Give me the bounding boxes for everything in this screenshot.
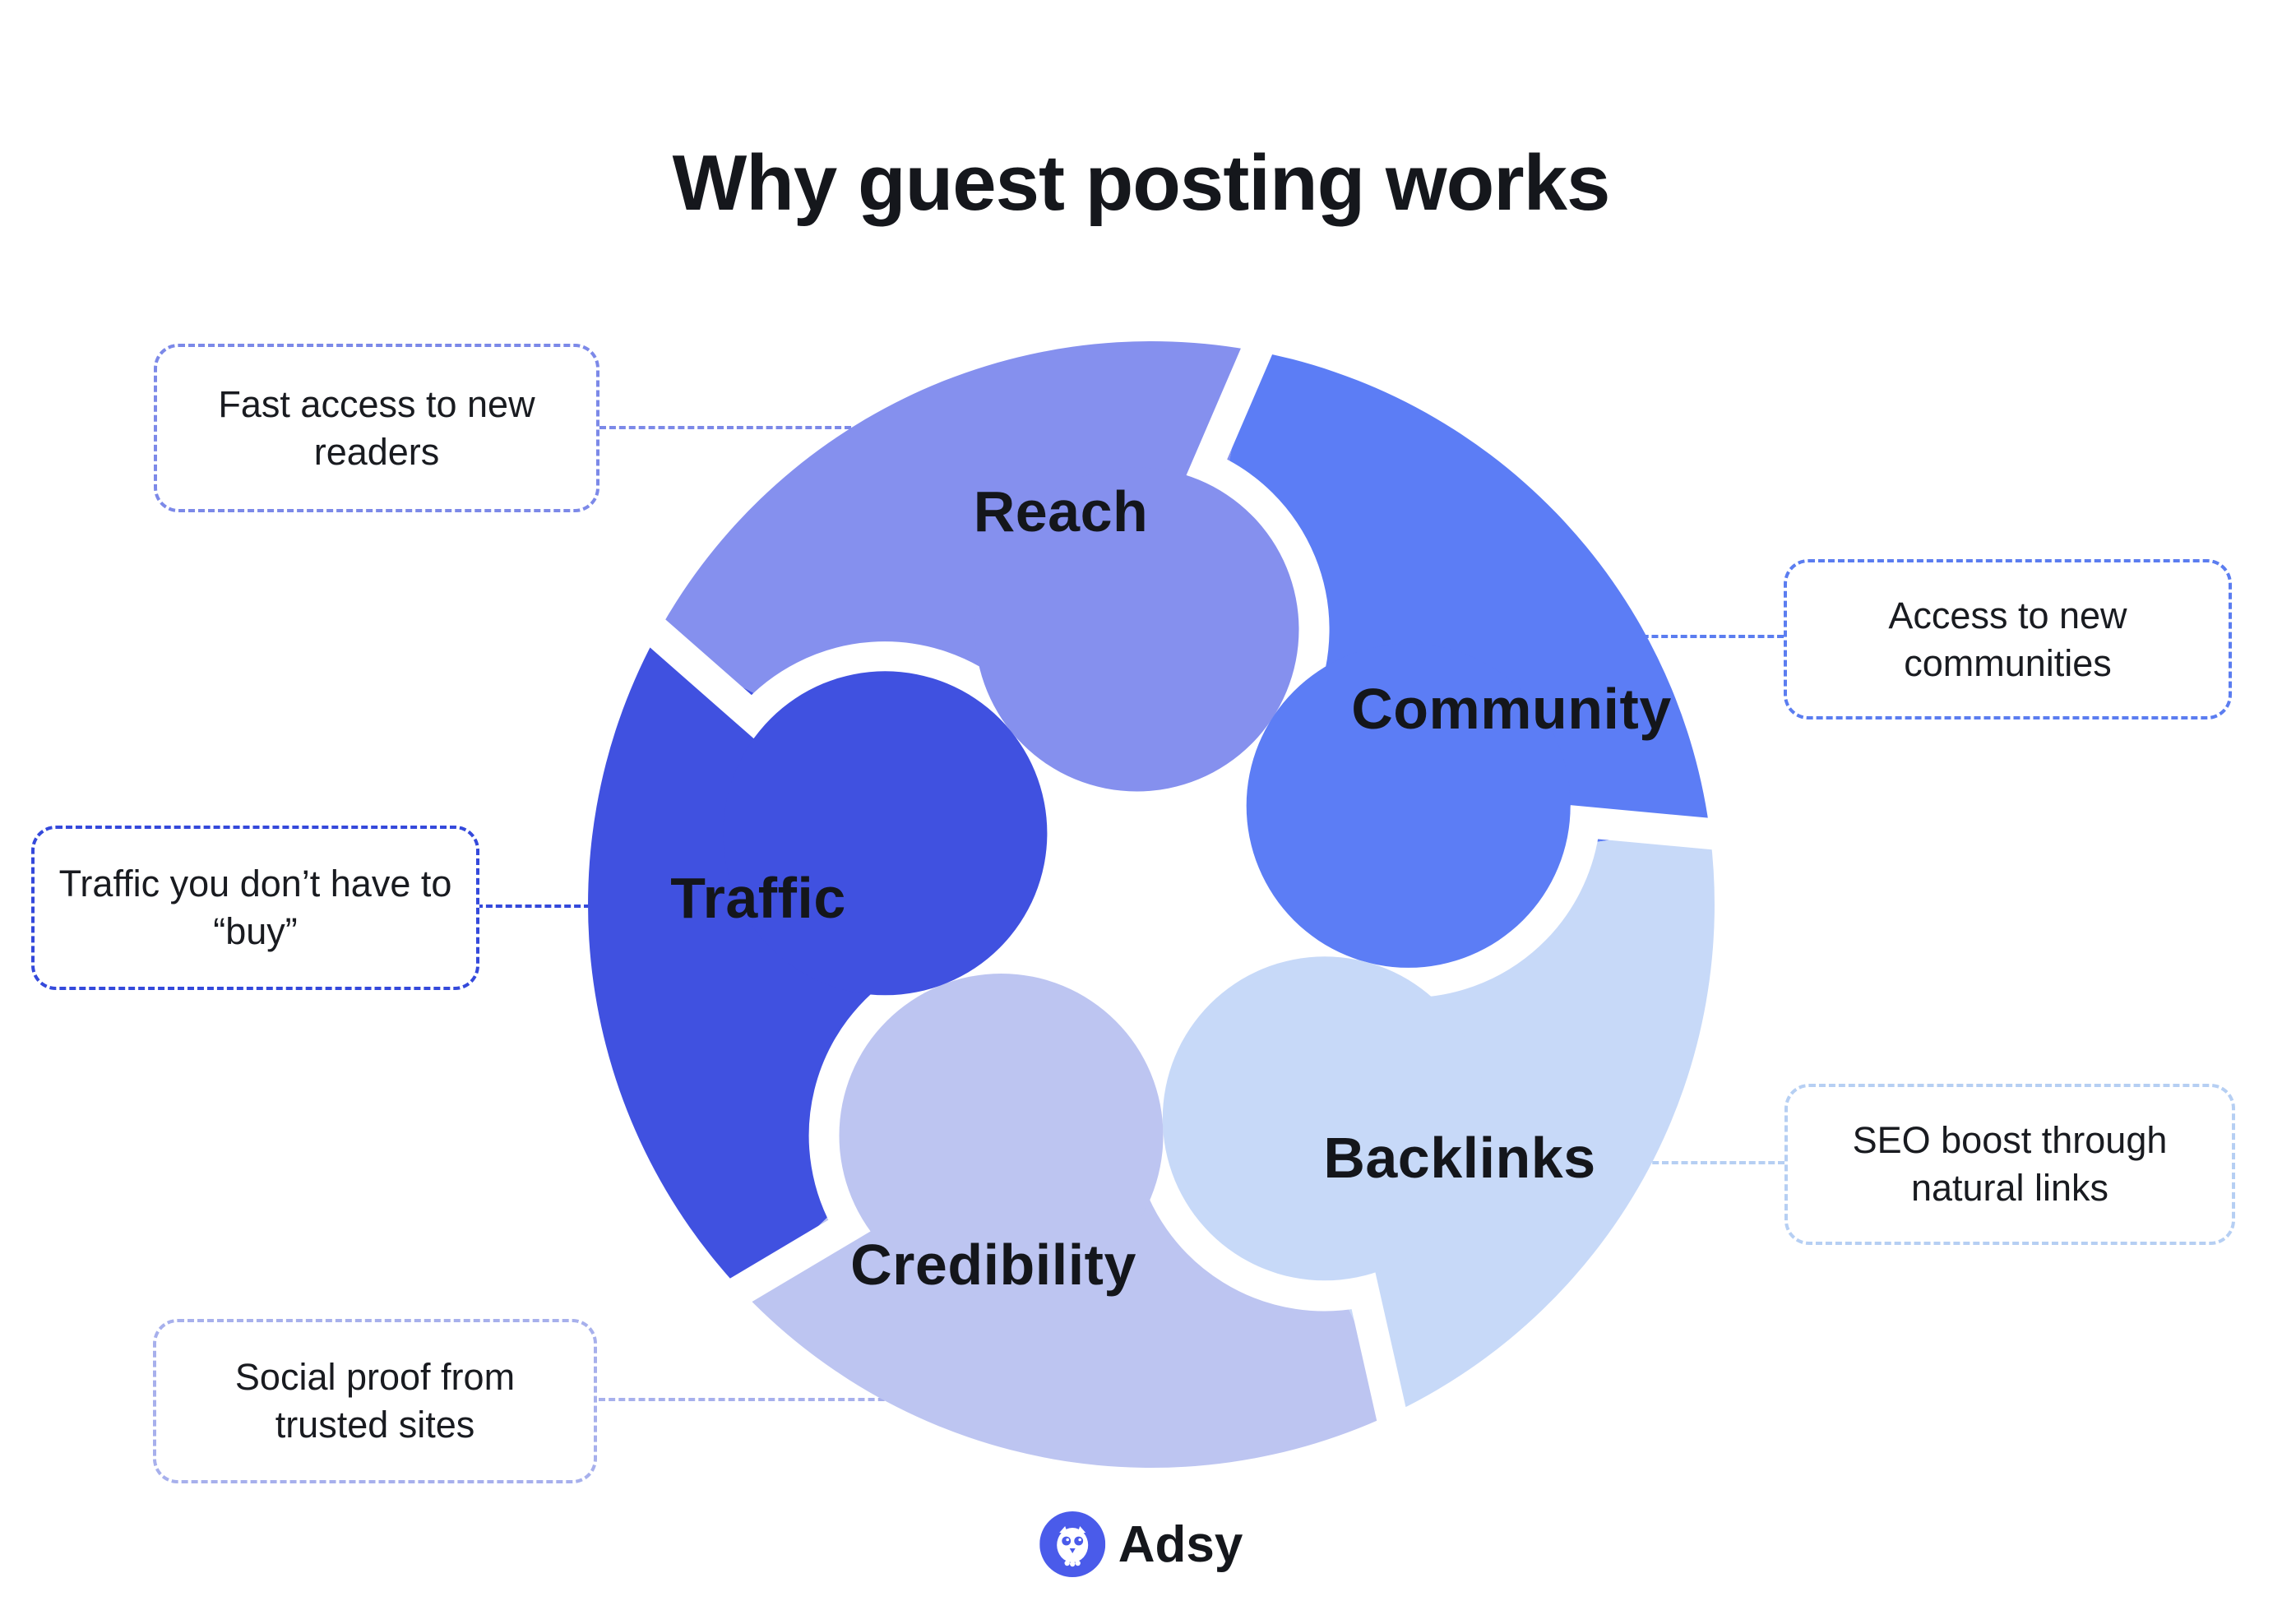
segment-lobe-community	[1246, 643, 1571, 968]
callout-text-credibility: Social proof from trusted sites	[234, 1356, 516, 1446]
segment-label-credibility: Credibility	[850, 1233, 1136, 1297]
segment-label-traffic: Traffic	[670, 866, 846, 930]
cycle-diagram: Reach Community Backlinks Credibility Tr…	[580, 333, 1723, 1476]
segment-lobe-reach	[974, 467, 1299, 792]
connector-line-community	[1632, 635, 1784, 638]
callout-text-reach: Fast access to new readers	[218, 382, 535, 473]
cycle-ring	[588, 333, 1723, 1468]
callout-box-credibility: Social proof from trusted sites	[153, 1319, 597, 1483]
callout-text-traffic: Traffic you don’t have to “buy”	[58, 863, 452, 952]
segment-label-reach: Reach	[973, 479, 1149, 544]
owl-icon	[1039, 1511, 1105, 1577]
connector-line-traffic	[476, 905, 590, 908]
callout-box-reach: Fast access to new readers	[154, 344, 599, 512]
connector-line-backlinks	[1623, 1161, 1784, 1164]
logo: Adsy	[1039, 1511, 1243, 1577]
segment-lobe-traffic	[723, 671, 1048, 996]
connector-line-credibility	[599, 1398, 905, 1401]
callout-text-community: Access to new communities	[1888, 594, 2127, 684]
callout-box-backlinks: SEO boost through natural links	[1784, 1084, 2235, 1245]
callout-box-community: Access to new communities	[1784, 559, 2232, 719]
segment-label-community: Community	[1351, 677, 1672, 741]
diagram-title: Why guest posting works	[672, 139, 1611, 227]
callout-text-backlinks: SEO boost through natural links	[1852, 1119, 2168, 1209]
logo-text: Adsy	[1118, 1515, 1243, 1573]
segment-lobe-credibility	[839, 974, 1164, 1298]
connector-line-reach	[599, 426, 851, 429]
segment-label-backlinks: Backlinks	[1323, 1126, 1596, 1190]
segment-lobe-backlinks	[1162, 956, 1487, 1281]
callout-box-traffic: Traffic you don’t have to “buy”	[31, 826, 479, 990]
